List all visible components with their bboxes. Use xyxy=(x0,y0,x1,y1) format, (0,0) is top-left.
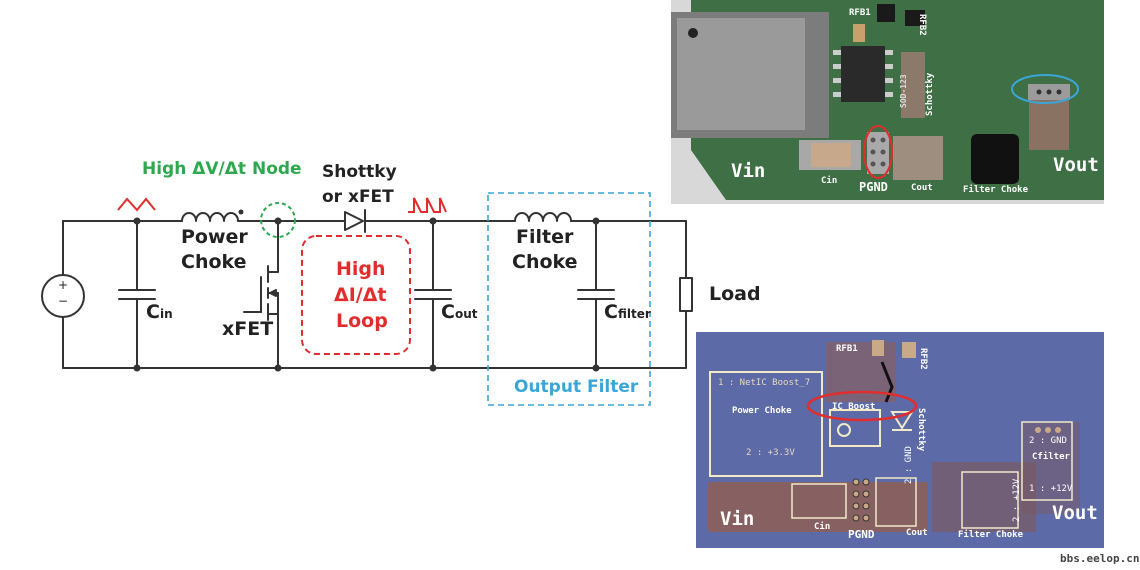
power-choke-label-2: Choke xyxy=(181,251,247,273)
layout-schottky-label: Schottky xyxy=(916,408,926,452)
pcb-vout-label: Vout xyxy=(1053,154,1099,176)
cout-label: Cout xyxy=(441,301,478,323)
shottky-label-2: or xFET xyxy=(322,187,394,207)
output-filter-label: Output Filter xyxy=(514,377,639,397)
pcb-vin-label: Vin xyxy=(731,160,766,182)
layout-cin-label: Cin xyxy=(814,522,831,532)
pcb-cin-label: Cin xyxy=(821,176,838,186)
pcb-3d-board xyxy=(671,0,1104,200)
pcb-filter-choke-label: Filter Choke xyxy=(963,185,1029,195)
cin-label: Cin xyxy=(146,301,173,323)
layout-filter-choke-label: Filter Choke xyxy=(958,530,1024,540)
pcb-pgnd-label: PGND xyxy=(859,180,888,194)
watermark: bbs.eelop.cn xyxy=(1060,552,1140,565)
layout-gnd-mid-label: 2 : GND xyxy=(904,446,914,484)
shottky-label: Shottky xyxy=(322,162,397,182)
layout-vout-label: Vout xyxy=(1052,502,1098,524)
layout-rfb2-label: RFB2 xyxy=(918,348,928,370)
pcb-layout-view: RFB1 RFB2 1 : NetIC Boost_7 Power Choke … xyxy=(696,332,1104,548)
high-dv-node-marker xyxy=(260,202,296,238)
source-plus: + xyxy=(58,278,69,292)
triangle-waveform-icon xyxy=(117,197,156,212)
voltage-source xyxy=(41,274,85,318)
load-label: Load xyxy=(709,283,761,305)
filter-choke-coil xyxy=(514,212,572,222)
layout-12v-mid-label: 2 : +12V xyxy=(1012,478,1022,522)
high-di-loop-label-3: Loop xyxy=(336,310,388,332)
vout-pins-highlight-circle xyxy=(1011,74,1079,104)
ic-boost-highlight-circle xyxy=(806,390,918,422)
layout-cfilter-label: Cfilter xyxy=(1032,452,1070,462)
pcb-layout-board xyxy=(708,340,1080,532)
load-resistor xyxy=(679,277,693,312)
high-di-loop-label-2: ΔI/Δt xyxy=(334,284,387,306)
xfet-label: xFET xyxy=(222,318,274,340)
shottky-diode xyxy=(344,211,364,231)
power-choke-label: Power xyxy=(181,226,248,248)
filter-choke-label-2: Choke xyxy=(512,251,578,273)
pgnd-highlight-circle xyxy=(863,125,893,179)
layout-rfb1-label: RFB1 xyxy=(836,344,858,354)
layout-cout-label: Cout xyxy=(906,528,928,538)
high-di-loop-label: High xyxy=(336,258,386,280)
cfilter-label: Cfilter xyxy=(604,301,651,323)
pcb-schottky-label: Schottky xyxy=(925,72,935,116)
pcb-rfb1-label: RFB1 xyxy=(849,8,871,18)
sawtooth-waveform-icon xyxy=(408,197,447,213)
pcb-3d-render: RFB1 RFB2 SOD-123 Schottky Vin Vout Cin … xyxy=(671,0,1104,204)
high-di-loop-box xyxy=(301,235,411,355)
output-filter-box xyxy=(487,192,651,406)
pcb-cout-label: Cout xyxy=(911,183,933,193)
layout-power-choke-label: Power Choke xyxy=(732,406,792,416)
layout-vin-label: Vin xyxy=(720,508,755,530)
layout-net-boost-label: 1 : NetIC Boost_7 xyxy=(718,378,811,388)
schematic-diagram xyxy=(41,192,693,406)
layout-net-33-label: 2 : +3.3V xyxy=(746,448,795,458)
source-minus: − xyxy=(58,294,69,308)
pcb-sod-label: SOD-123 xyxy=(899,74,908,108)
filter-choke-label: Filter xyxy=(516,226,574,248)
layout-pgnd-label: PGND xyxy=(848,528,875,541)
layout-ic-boost-label: IC Boost xyxy=(832,402,876,412)
layout-12v-label: 1 : +12V xyxy=(1029,484,1073,494)
power-choke-coil xyxy=(181,212,239,222)
layout-gnd2-label: 2 : GND xyxy=(1029,436,1067,446)
pcb-rfb2-label: RFB2 xyxy=(917,14,927,36)
high-dv-node-label: High ΔV/Δt Node xyxy=(142,159,302,179)
